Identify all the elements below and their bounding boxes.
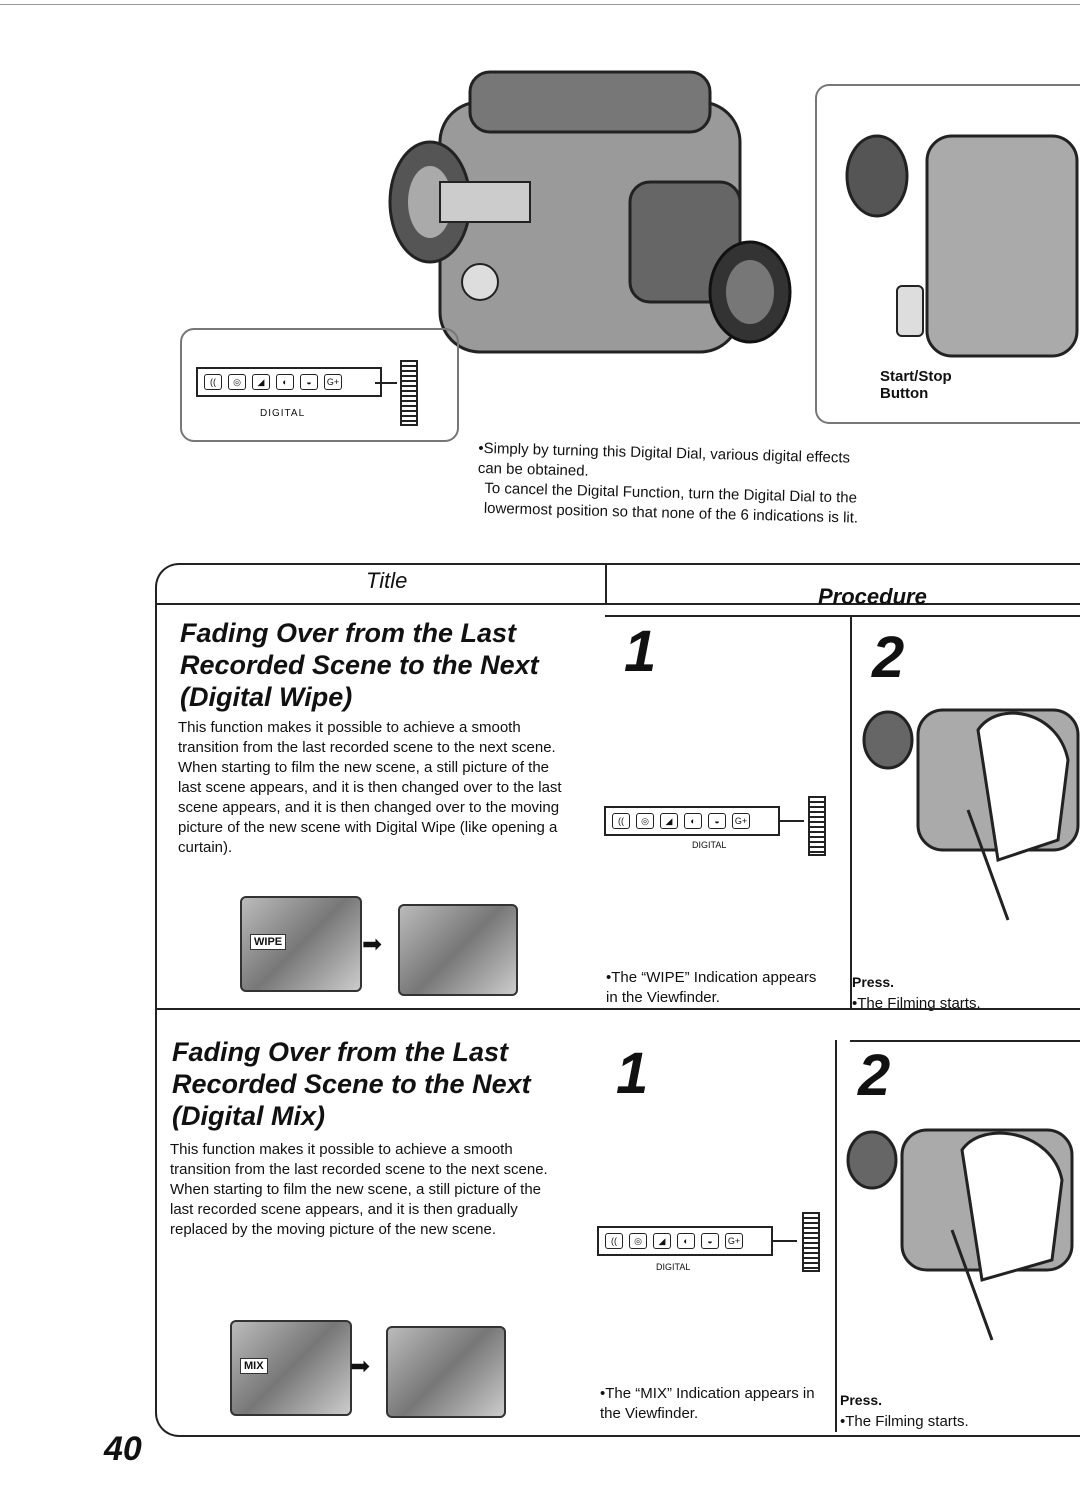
stabilizer-icon: (( xyxy=(605,1233,623,1249)
section2-step1-number: 1 xyxy=(616,1041,649,1106)
section1-step1-number: 1 xyxy=(624,619,657,684)
trail-icon: ◒ xyxy=(708,813,726,829)
hand-press-illustration xyxy=(842,1110,1080,1350)
title-header: Title xyxy=(366,568,408,593)
trail-icon: ◒ xyxy=(300,374,318,390)
section1-dial-ladder xyxy=(808,796,826,856)
stabilizer-icon: (( xyxy=(204,374,222,390)
section-divider xyxy=(157,1008,1080,1010)
strobe-icon: ◎ xyxy=(636,813,654,829)
section1-photo-label: WIPE xyxy=(250,934,287,950)
title-column-divider xyxy=(605,565,607,605)
mix-icon: ◐ xyxy=(677,1233,695,1249)
digital-dial-indicator: (( ◎ ◢ ◐ ◒ G+ xyxy=(196,367,382,397)
section1-body: This function makes it possible to achie… xyxy=(178,719,562,856)
strobe-icon: ◎ xyxy=(228,374,246,390)
start-stop-callout xyxy=(815,84,1080,424)
page-number: 40 xyxy=(104,1430,142,1468)
start-stop-label: Start/Stop Button xyxy=(880,368,952,402)
section2-photo-label: MIX xyxy=(240,1358,268,1374)
section2-step-divider xyxy=(835,1040,837,1432)
section2-dial-ladder xyxy=(802,1212,820,1272)
procedure-rule xyxy=(605,615,1080,617)
strobe-icon: ◎ xyxy=(629,1233,647,1249)
section1-title: Fading Over from the Last Recorded Scene… xyxy=(180,618,539,712)
stabilizer-icon: (( xyxy=(612,813,630,829)
section1-step2-number: 2 xyxy=(872,625,905,690)
mix-icon: ◐ xyxy=(684,813,702,829)
section2-dial-connector xyxy=(773,1240,797,1242)
section2-body: This function makes it possible to achie… xyxy=(170,1141,548,1238)
top-rule xyxy=(0,4,1080,5)
gain-up-icon: G+ xyxy=(324,374,342,390)
section1-dial-indicator: (( ◎ ◢ ◐ ◒ G+ xyxy=(604,806,780,836)
trail-icon: ◒ xyxy=(701,1233,719,1249)
section1-after-photo xyxy=(398,904,518,996)
wipe-icon: ◢ xyxy=(653,1233,671,1249)
section2-dial-indicator: (( ◎ ◢ ◐ ◒ G+ xyxy=(597,1226,773,1256)
section2-step2-number: 2 xyxy=(858,1043,891,1108)
section2-procedure-rule xyxy=(850,1040,1080,1042)
arrow-right-icon: ➡ xyxy=(350,1353,371,1380)
section1-press-label: Press. xyxy=(852,974,895,990)
section2-after-photo xyxy=(386,1326,506,1418)
dial-ladder xyxy=(400,360,418,426)
procedure-header: Procedure xyxy=(818,584,927,609)
header-rule xyxy=(157,603,1080,605)
dial-connector xyxy=(375,382,397,384)
section1-step2-note: The Filming starts. xyxy=(852,994,1022,1014)
section1-step-divider xyxy=(850,616,852,1008)
gain-up-icon: G+ xyxy=(732,813,750,829)
section2-step1-note: The “MIX” Indication appears in the View… xyxy=(600,1384,825,1424)
section2-before-photo: MIX xyxy=(230,1320,352,1416)
mix-icon: ◐ xyxy=(276,374,294,390)
section1-before-photo: WIPE xyxy=(240,896,362,992)
dial-label: DIGITAL xyxy=(260,408,306,419)
section1-step1-note: The “WIPE” Indication appears in the Vie… xyxy=(606,968,831,1008)
dial-callout xyxy=(180,328,459,442)
section1-dial-connector xyxy=(780,820,804,822)
section2-step2-note: The Filming starts. xyxy=(840,1412,1010,1432)
camcorder-illustration xyxy=(380,62,800,392)
arrow-right-icon: ➡ xyxy=(362,931,383,958)
section2-dial-label: DIGITAL xyxy=(656,1262,691,1272)
wipe-icon: ◢ xyxy=(252,374,270,390)
section2-press-label: Press. xyxy=(840,1392,883,1408)
section1-dial-label: DIGITAL xyxy=(692,840,727,850)
gain-up-icon: G+ xyxy=(725,1233,743,1249)
hand-press-illustration xyxy=(858,690,1080,930)
section2-title: Fading Over from the Last Recorded Scene… xyxy=(172,1037,531,1131)
wipe-icon: ◢ xyxy=(660,813,678,829)
table-frame xyxy=(155,563,1080,1437)
